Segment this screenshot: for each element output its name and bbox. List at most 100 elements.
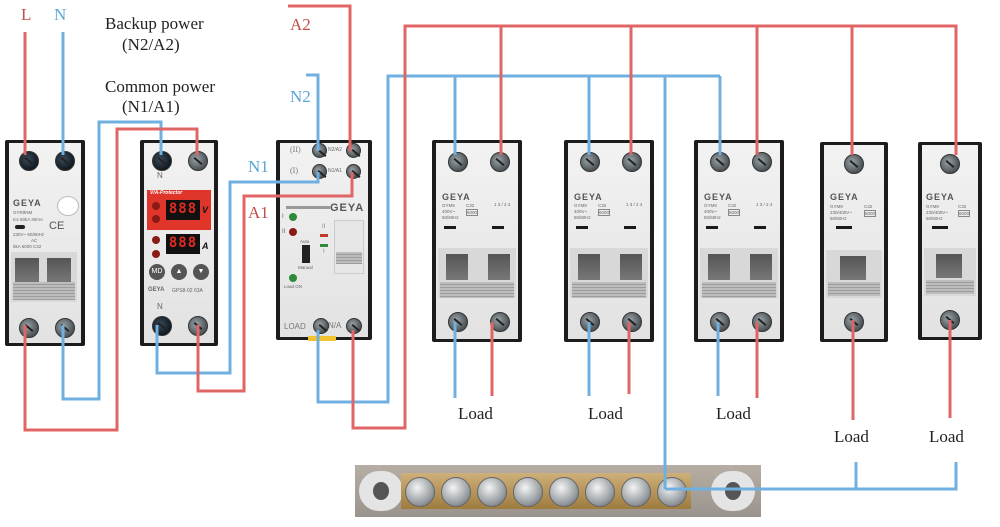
model-text: GYM9	[830, 204, 843, 209]
wire-label-a1: A1	[248, 203, 269, 222]
model-text: GYM9	[574, 203, 587, 208]
led-i-label: I	[282, 214, 284, 220]
mcb-1p-1: GEYA GYM9 C32 230/400V~ 6000 50/60Hz	[820, 142, 888, 342]
terminal-screw	[346, 164, 361, 179]
model-text: GYM9	[926, 204, 939, 209]
busbar-terminal-screw	[585, 477, 615, 507]
toggle-lever[interactable]	[936, 254, 962, 278]
toggle-lever[interactable]	[488, 254, 510, 280]
terminal-screw	[752, 312, 772, 332]
terminal-screw	[622, 312, 642, 332]
frequency-text: 50/60Hz	[830, 216, 847, 221]
output-terminal-label: N/A	[328, 321, 342, 330]
voltage-text: 400V~	[704, 209, 718, 214]
slider-i-label: I	[323, 249, 325, 255]
terminal-screw	[844, 312, 864, 332]
rcbo-breaker: GEYA GYR9NM Ics 50kA 30mA 230V~ 50/60Hz …	[5, 140, 85, 346]
mode-button[interactable]: MD	[149, 264, 165, 280]
toggle-lever[interactable]	[750, 254, 772, 280]
voltage-text: 230/400V~	[926, 210, 948, 215]
terminal-screw	[448, 312, 468, 332]
test-button[interactable]	[57, 196, 79, 216]
indicator-window	[576, 226, 588, 229]
backup-power-subtitle: (N2/A2)	[122, 35, 180, 54]
terminal-screw	[55, 151, 75, 171]
load-on-label: Load ON	[284, 284, 303, 289]
brand-logo: GEYA	[830, 192, 859, 202]
terminal-screw	[448, 152, 468, 172]
auto-label: Auto	[300, 239, 310, 244]
terminal-screw	[19, 151, 39, 171]
manual-slider[interactable]	[334, 220, 364, 274]
voltage-text: 400V~	[574, 209, 588, 214]
input-ii-label: (II)	[290, 145, 301, 154]
brand-logo: GEYA	[926, 192, 955, 202]
brand-logo: GEYA	[704, 192, 733, 202]
indicator-led	[152, 250, 160, 258]
frequency-text: 50/60Hz	[926, 216, 943, 221]
toggle-lever[interactable]	[840, 256, 866, 280]
rating-text: C32	[864, 204, 873, 209]
common-power-subtitle: (N1/A1)	[122, 97, 180, 116]
busbar-terminal-screw	[405, 477, 435, 507]
frequency-text: 50/60Hz	[442, 215, 459, 220]
terminal-screw	[490, 312, 510, 332]
wire-label-a2: A2	[290, 15, 311, 34]
terminal-label: N	[157, 302, 163, 311]
load-on-led	[289, 274, 297, 282]
busbar-mount-right	[711, 471, 755, 511]
busbar-terminal-screw	[657, 477, 687, 507]
mode-switch[interactable]	[302, 245, 310, 263]
manual-label: Manual	[298, 265, 313, 270]
spec-text: Ics 50kA 30mA	[13, 217, 44, 222]
brand-logo: GEYA	[148, 287, 165, 293]
terminal-screw	[940, 310, 960, 330]
load-label-2: Load	[588, 404, 623, 423]
pole-diagram: 1 3 / 2 4	[494, 202, 511, 207]
indicator-led	[152, 215, 160, 223]
current-display: 888	[166, 234, 200, 254]
terminal-screw	[580, 312, 600, 332]
terminal-screw	[710, 152, 730, 172]
din-clip	[308, 336, 336, 341]
voltage-unit: V	[202, 205, 209, 215]
breaking-capacity: 6000	[598, 209, 611, 216]
indicator-window	[624, 226, 636, 229]
indicator-window	[492, 226, 504, 229]
up-button[interactable]: ▲	[171, 264, 187, 280]
common-power-title: Common power	[105, 77, 216, 96]
toggle-lever[interactable]	[578, 254, 600, 280]
model-text: GYR9NM	[13, 210, 33, 215]
indicator-window	[932, 226, 948, 229]
source-ii-led	[289, 228, 297, 236]
led-ii-label: II	[282, 229, 286, 235]
terminal-screw	[940, 154, 960, 174]
input-i-label: (I)	[290, 166, 298, 175]
down-button[interactable]: ▼	[193, 264, 209, 280]
indicator-window	[444, 226, 456, 229]
model-text: GYM9	[442, 203, 455, 208]
load-label-4: Load	[834, 427, 869, 446]
toggle-lever[interactable]	[446, 254, 468, 280]
toggle-lever[interactable]	[620, 254, 642, 280]
frequency-text: 50/60Hz	[704, 215, 721, 220]
voltage-text: 400V~	[442, 209, 456, 214]
busbar-terminal-screw	[477, 477, 507, 507]
spec-text: 6kA 6000 C32	[13, 244, 42, 249]
toggle-lever[interactable]	[47, 258, 71, 282]
toggle-lever[interactable]	[708, 254, 730, 280]
voltage-current-protector: N V/A-Protector 888 V 888 A MD ▲ ▼ GEYA …	[140, 140, 218, 346]
terminal-label: N	[157, 171, 163, 180]
terminal-screw	[313, 318, 329, 334]
terminal-screw	[188, 151, 208, 171]
terminal-screw	[152, 316, 172, 336]
spec-text: AC	[31, 238, 38, 243]
indicator-window	[706, 226, 718, 229]
pole-diagram: 1 3 / 2 4	[756, 202, 773, 207]
indicator-window	[15, 225, 25, 229]
model-text: GPS8-02 63A	[172, 288, 203, 294]
terminal-screw	[312, 143, 327, 158]
rating-text: C32	[466, 203, 475, 208]
toggle-lever[interactable]	[15, 258, 39, 282]
indicator-window	[754, 226, 766, 229]
